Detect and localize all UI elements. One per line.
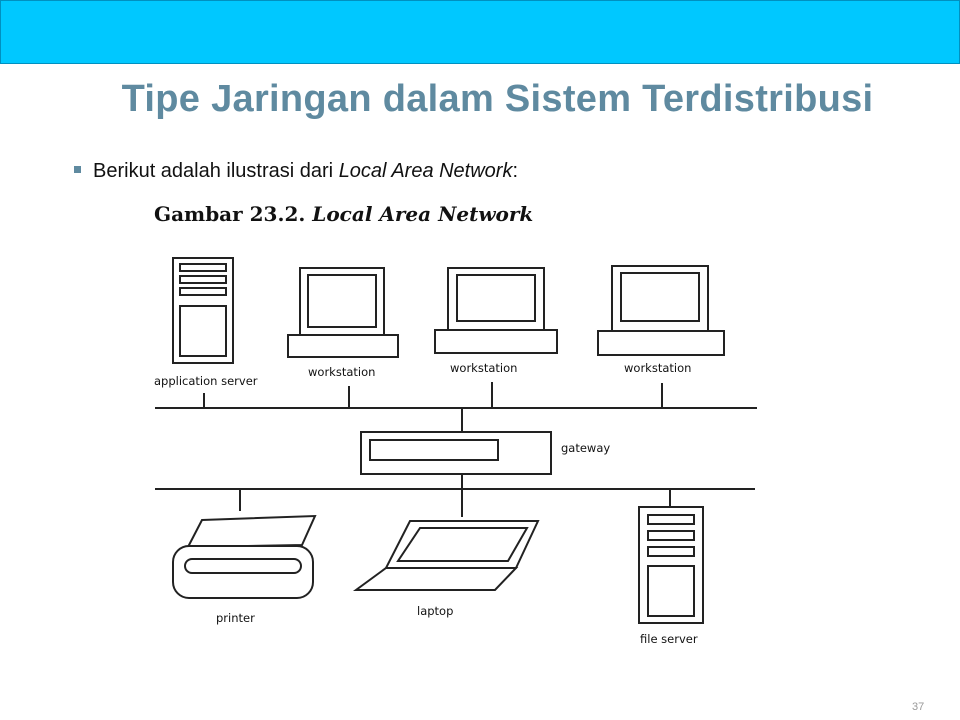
application-server-icon: [172, 257, 234, 364]
bullet-marker-icon: [74, 166, 81, 174]
figure-title-emphasis: Local Area Network: [311, 202, 533, 226]
bullet-text-emphasis: Local Area Network: [338, 160, 513, 182]
figure-title: Gambar 23.2. Local Area Network: [154, 202, 533, 226]
header-bar: [0, 0, 960, 64]
workstation-icon: [287, 267, 399, 358]
bullet-item: Berikut adalah ilustrasi dari Local Area…: [74, 160, 518, 183]
workstation-icon: [597, 265, 725, 356]
bullet-text-prefix: Berikut adalah ilustrasi dari: [93, 160, 339, 182]
slide-title: Tipe Jaringan dalam Sistem Terdistribusi: [121, 78, 874, 120]
file-server-label: file server: [640, 632, 698, 646]
figure-title-prefix: Gambar 23.2.: [154, 202, 312, 226]
laptop-icon: [352, 520, 540, 591]
application-server-label: application server: [154, 374, 258, 388]
laptop-label: laptop: [417, 604, 453, 618]
workstation-label: workstation: [624, 361, 691, 375]
gateway-label: gateway: [561, 441, 610, 455]
printer-icon: [172, 514, 317, 599]
workstation-icon: [434, 267, 558, 354]
page-number: 37: [912, 701, 925, 713]
printer-label: printer: [216, 611, 255, 625]
workstation-label: workstation: [450, 361, 517, 375]
file-server-icon: [638, 506, 704, 624]
workstation-label: workstation: [308, 365, 375, 379]
bullet-text-suffix: :: [512, 160, 519, 182]
lan-diagram: Gambar 23.2. Local Area Network applicat…: [154, 202, 757, 646]
gateway-icon: [360, 431, 552, 475]
